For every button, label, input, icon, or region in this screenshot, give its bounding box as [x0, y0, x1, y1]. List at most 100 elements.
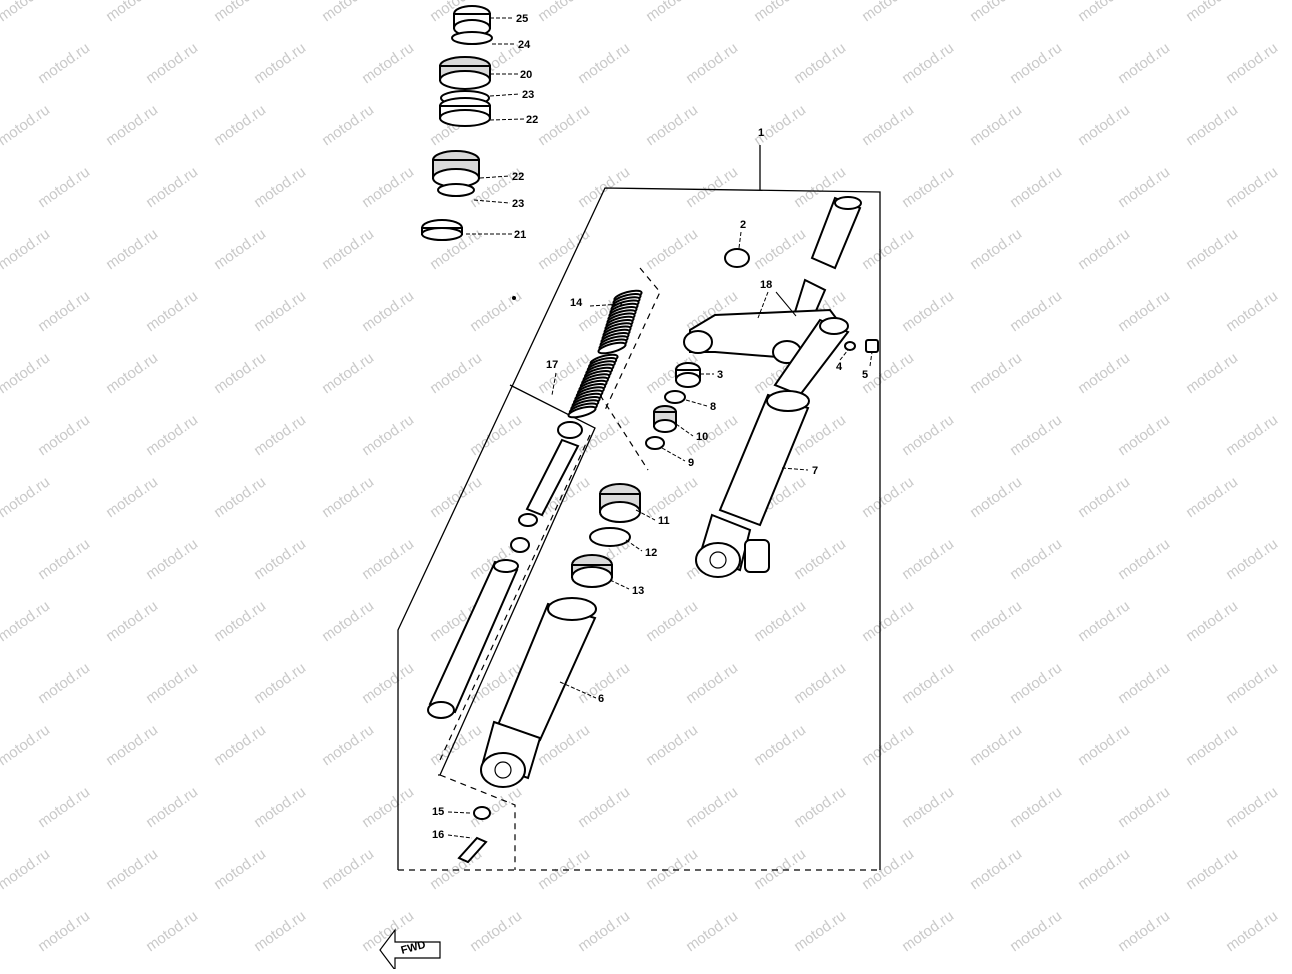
watermark-text: motod.ru [643, 845, 701, 893]
watermark-text: motod.ru [359, 163, 417, 211]
callout-7: 7 [812, 465, 818, 477]
watermark-text: motod.ru [899, 411, 957, 459]
watermark-text: motod.ru [251, 39, 309, 87]
watermark-text: motod.ru [143, 907, 201, 955]
watermark-text: motod.ru [35, 163, 93, 211]
watermark-text: motod.ru [251, 783, 309, 831]
callout-15: 15 [432, 806, 444, 818]
sub-assembly-edge [438, 384, 596, 776]
watermark-text: motod.ru [211, 845, 269, 893]
watermark-text: motod.ru [683, 783, 741, 831]
dash-14 [599, 394, 649, 471]
watermark-text: motod.ru [35, 411, 93, 459]
watermark-text: motod.ru [427, 721, 485, 769]
watermark-text: motod.ru [143, 411, 201, 459]
watermark-text: motod.ru [1075, 721, 1133, 769]
watermark-text: motod.ru [1183, 225, 1241, 273]
watermark-text: motod.ru [143, 783, 201, 831]
watermark-text: motod.ru [211, 597, 269, 645]
watermark-text: motod.ru [143, 659, 201, 707]
watermark-text: motod.ru [211, 0, 269, 25]
leader-line-18b [775, 291, 797, 317]
leader-line-12 [625, 539, 643, 552]
watermark-text: motod.ru [1223, 411, 1281, 459]
watermark-text: motod.ru [1223, 163, 1281, 211]
watermark-text: motod.ru [1223, 535, 1281, 583]
watermark-text: motod.ru [967, 473, 1025, 521]
watermark-text: motod.ru [1223, 783, 1281, 831]
bushing-10 [653, 405, 677, 433]
dash-17 [439, 434, 591, 761]
watermark-text: motod.ru [1007, 535, 1065, 583]
assembly-frame [397, 145, 881, 871]
watermark-text: motod.ru [751, 721, 809, 769]
watermark-text: motod.ru [967, 597, 1025, 645]
watermark-text: motod.ru [1075, 225, 1133, 273]
assembly-outline [397, 187, 881, 870]
cap-2 [724, 248, 750, 268]
watermark-text: motod.ru [643, 101, 701, 149]
callout-12: 12 [645, 547, 657, 559]
bolt-5 [865, 339, 879, 353]
watermark-text: motod.ru [575, 163, 633, 211]
leader-line-23a [489, 93, 521, 97]
leader-line-2 [738, 231, 742, 249]
watermark-text: motod.ru [103, 473, 161, 521]
watermark-text: motod.ru [103, 597, 161, 645]
washer-24 [451, 31, 493, 45]
left-fork [427, 289, 643, 864]
watermark-text: motod.ru [251, 411, 309, 459]
watermark-text: motod.ru [751, 101, 809, 149]
callout-22b: 22 [512, 171, 524, 183]
watermark-text: motod.ru [1075, 597, 1133, 645]
callout-13: 13 [632, 585, 644, 597]
watermark-text: motod.ru [1115, 535, 1173, 583]
watermark-text: motod.ru [791, 907, 849, 955]
watermark-text: motod.ru [1075, 101, 1133, 149]
callout-16: 16 [432, 829, 444, 841]
watermark-text: motod.ru [899, 535, 957, 583]
watermark-text: motod.ru [1183, 721, 1241, 769]
watermark-text: motod.ru [467, 783, 525, 831]
leader-line-5 [869, 351, 873, 367]
watermark-text: motod.ru [751, 845, 809, 893]
watermark-text: motod.ru [1075, 845, 1133, 893]
callout-10: 10 [696, 431, 708, 443]
watermark-text: motod.ru [967, 721, 1025, 769]
leader-line-9 [661, 447, 686, 462]
watermark-text: motod.ru [359, 659, 417, 707]
watermark-text: motod.ru [575, 39, 633, 87]
watermark-text: motod.ru [1115, 659, 1173, 707]
watermark-text: motod.ru [1007, 163, 1065, 211]
callout-22a: 22 [526, 114, 538, 126]
watermark-text: motod.ru [103, 225, 161, 273]
watermark-text: motod.ru [319, 845, 377, 893]
watermark-text: motod.ru [791, 659, 849, 707]
leader-line-22b [479, 175, 511, 179]
watermark-text: motod.ru [103, 0, 161, 25]
callout-3: 3 [717, 369, 723, 381]
watermark-text: motod.ru [791, 39, 849, 87]
callout-2: 2 [740, 219, 746, 231]
watermark-text: motod.ru [1223, 39, 1281, 87]
watermark-text: motod.ru [967, 845, 1025, 893]
leader-line-10 [675, 423, 694, 437]
watermark-text: motod.ru [859, 845, 917, 893]
seal-11 [599, 483, 641, 523]
watermark-text: motod.ru [319, 473, 377, 521]
watermark-text: motod.ru [859, 101, 917, 149]
bolt-16 [457, 836, 488, 864]
watermark-text: motod.ru [143, 535, 201, 583]
callout-5: 5 [862, 369, 868, 381]
callout-18: 18 [760, 279, 772, 291]
watermark-text: motod.ru [1223, 659, 1281, 707]
watermark-text: motod.ru [1115, 163, 1173, 211]
steering-head-parts [421, 5, 493, 241]
callout-14: 14 [570, 297, 583, 309]
watermark-text: motod.ru [0, 473, 53, 521]
callout-4: 4 [836, 361, 843, 373]
seal-13 [571, 554, 613, 588]
watermark-text: motod.ru [0, 225, 53, 273]
watermark-text: motod.ru [1115, 907, 1173, 955]
